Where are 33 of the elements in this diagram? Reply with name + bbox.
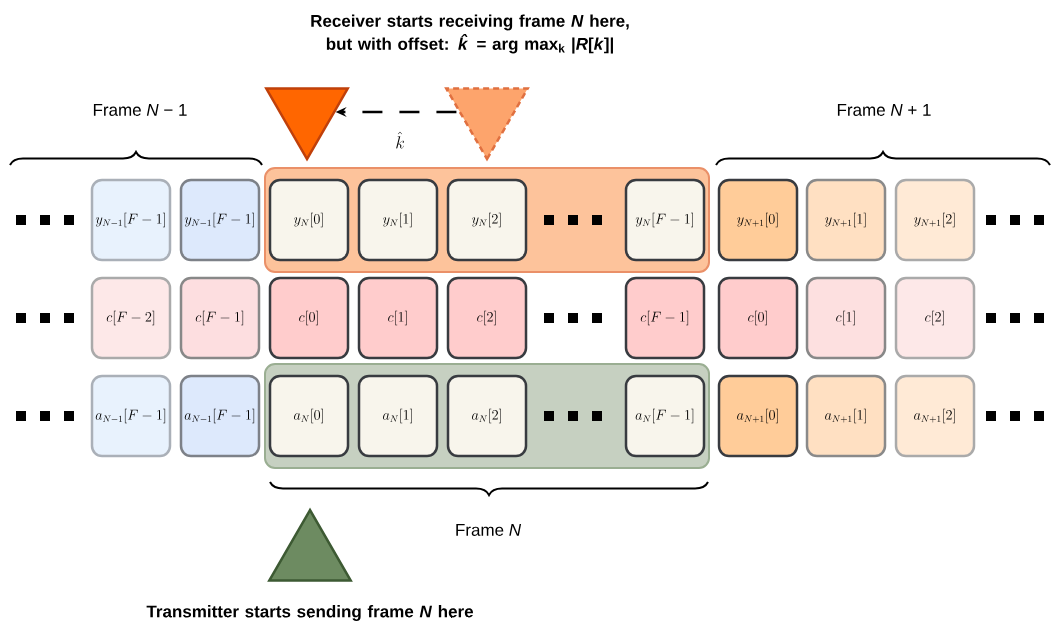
data-cell: $c[F-2]$ <box>90 276 172 360</box>
node-label: Transmitter starts sending frame N here <box>146 605 473 621</box>
data-cell: $y_N[F-1]$ <box>624 178 706 262</box>
data-cell: $a_N[1]$ <box>357 374 439 458</box>
frame-label: Frame N − 1 <box>93 104 187 116</box>
data-cell: $a_{N-1}[F-1]$ <box>90 374 172 458</box>
data-cell: $c[1]$ <box>357 276 439 360</box>
data-cell: $y_N[1]$ <box>357 178 439 262</box>
data-cell: $c[2]$ <box>894 276 976 360</box>
data-cell: $c[F-1]$ <box>624 276 706 360</box>
data-cell: $y_N[0]$ <box>268 178 350 262</box>
data-cell: $y_{N+1}[2]$ <box>894 178 976 262</box>
data-cell: $y_{N-1}[F-1]$ <box>179 178 261 262</box>
data-cell: $c[0]$ <box>268 276 350 360</box>
data-cell: $y_{N+1}[1]$ <box>805 178 887 262</box>
data-cell: $y_N[2]$ <box>446 178 528 262</box>
frame-label: Frame N <box>456 524 522 536</box>
data-cell: $a_{N-1}[F-1]$ <box>179 374 261 458</box>
node-label: Receiver starts receiving frame N here, but with offset: k̂ = arg max$_{k}$ |R[k]| <box>311 14 629 54</box>
data-cell: $y_{N-1}[F-1]$ <box>90 178 172 262</box>
data-cell: $y_{N+1}[0]$ <box>717 178 799 262</box>
data-cell: $a_N[F-1]$ <box>624 374 706 458</box>
data-cell: $a_{N+1}[1]$ <box>805 374 887 458</box>
data-cell: $a_N[0]$ <box>268 374 350 458</box>
data-cell: $c[1]$ <box>805 276 887 360</box>
data-cell: $a_{N+1}[0]$ <box>717 374 799 458</box>
data-cell: $a_N[2]$ <box>446 374 528 458</box>
data-cell: $c[2]$ <box>446 276 528 360</box>
data-cell: $a_{N+1}[2]$ <box>894 374 976 458</box>
frame-label: Frame N + 1 <box>837 104 931 116</box>
data-cell: $c[0]$ <box>717 276 799 360</box>
data-cell: $c[F-1]$ <box>179 276 261 360</box>
edge-label: $\hat{k}$ <box>396 131 404 149</box>
